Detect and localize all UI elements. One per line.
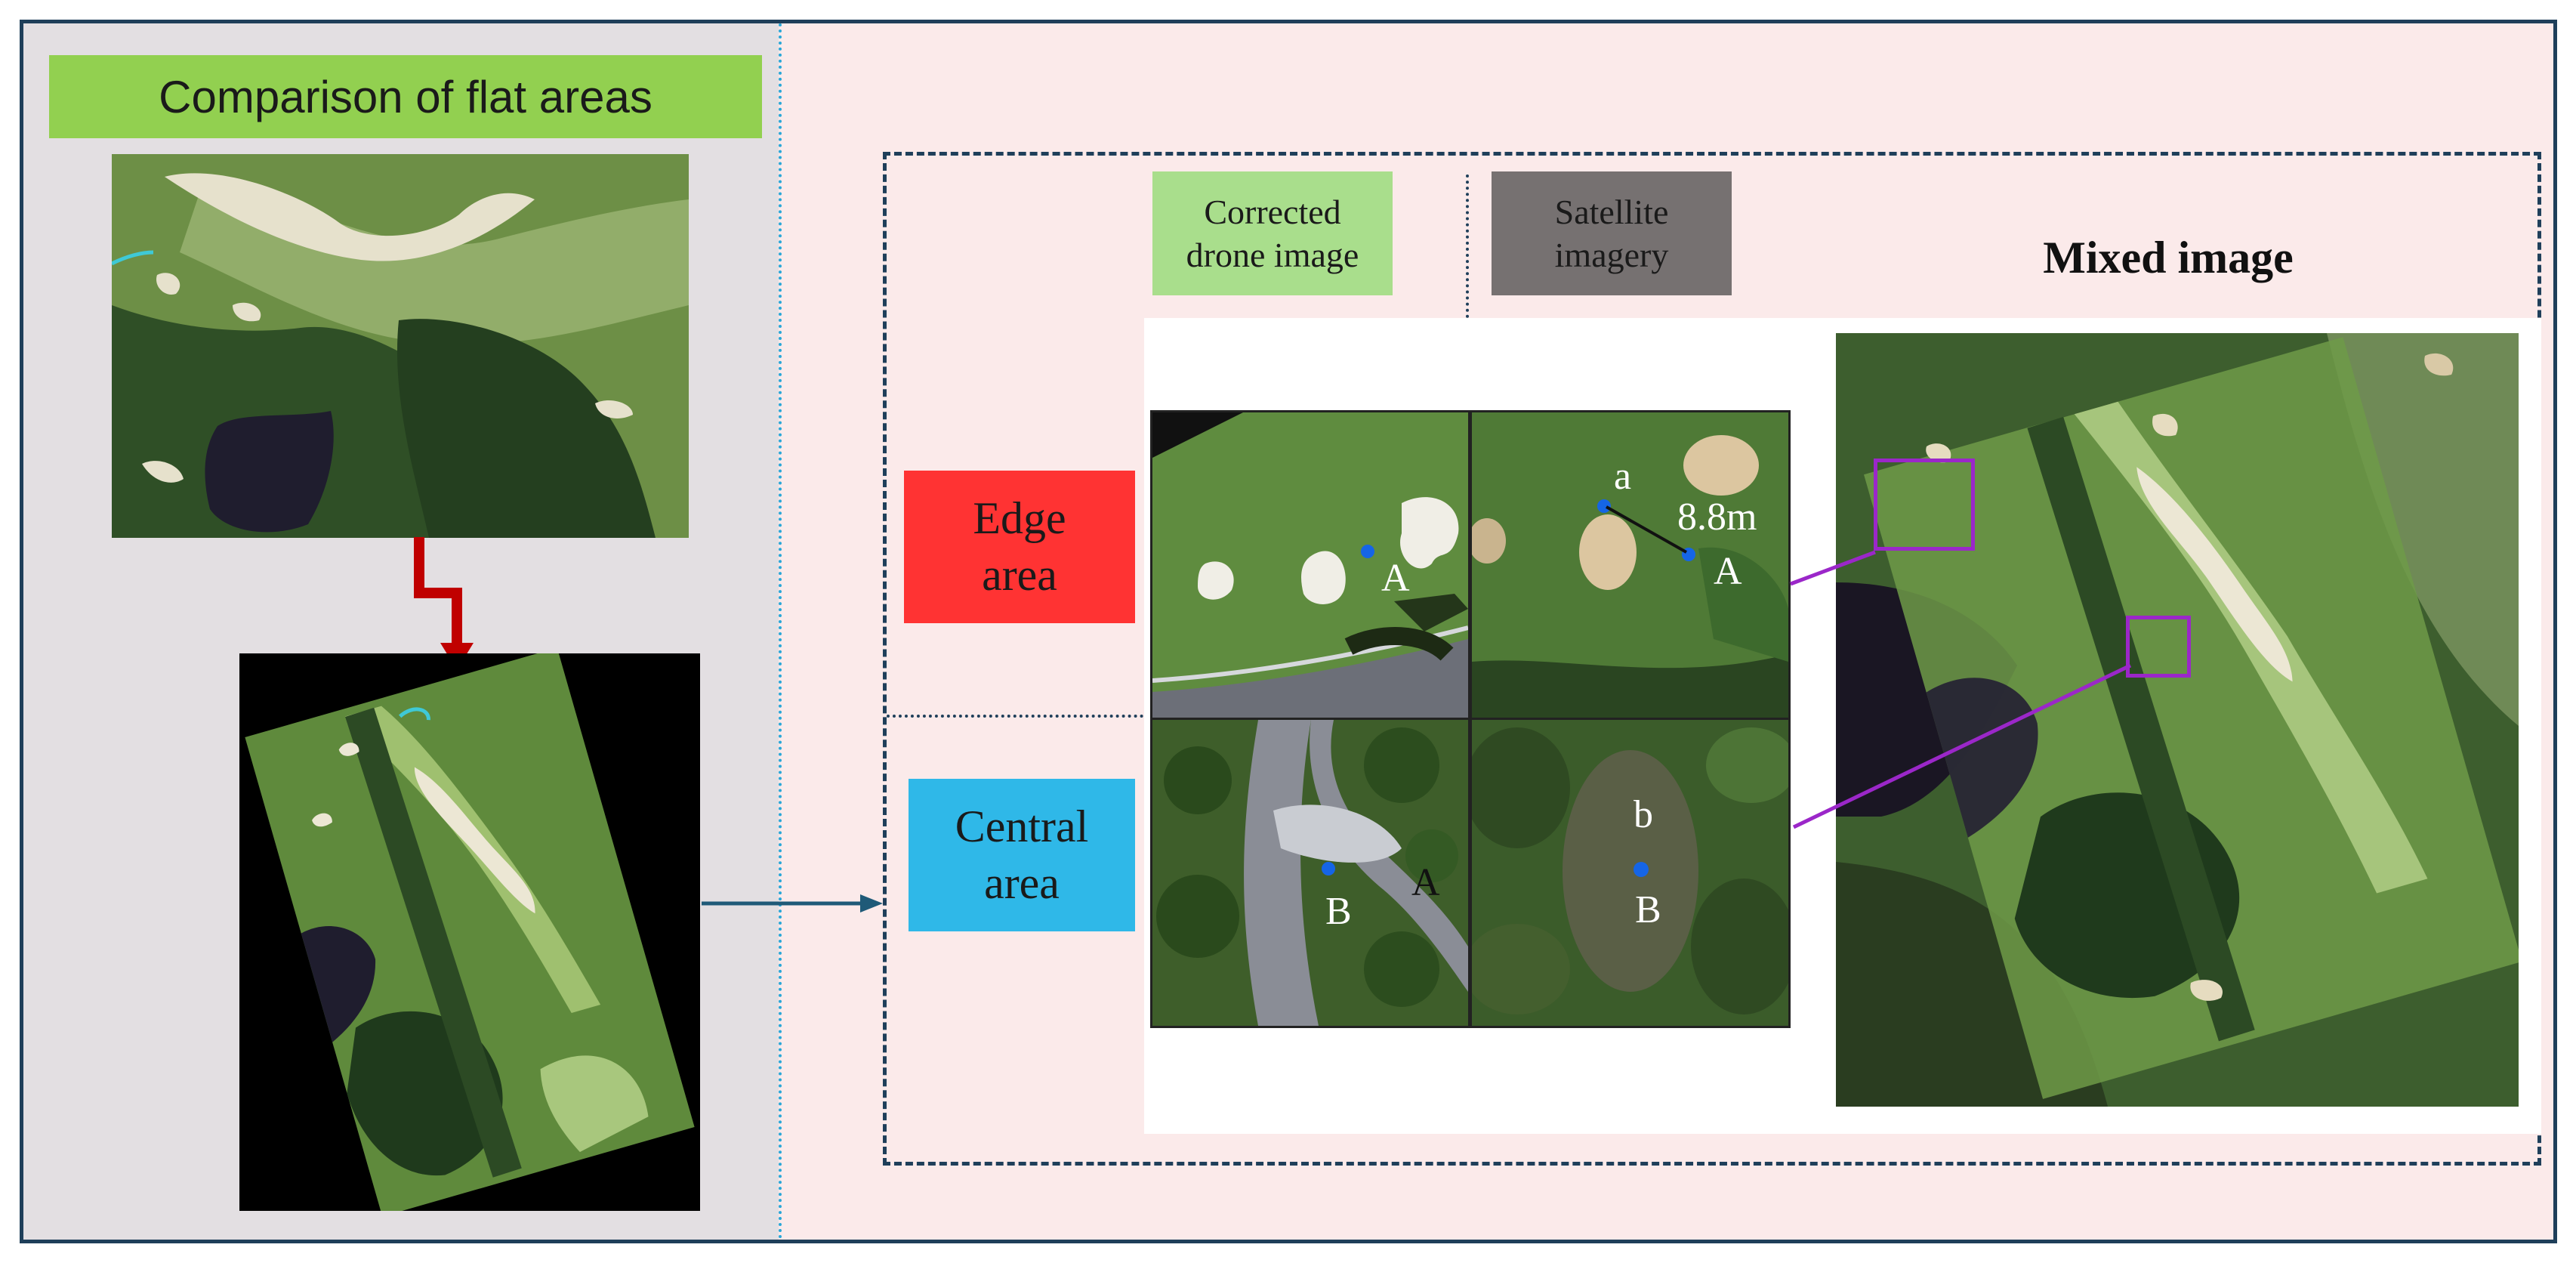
edge-highlight-box <box>1874 459 1975 551</box>
row-separator <box>887 715 1143 718</box>
original-drone-image <box>112 154 689 538</box>
edge-area-label: Edge area <box>904 471 1135 623</box>
mixed-image-header: Mixed image <box>2043 233 2294 283</box>
drone-central-crop <box>1152 720 1468 1026</box>
label-B-drone: B <box>1325 890 1352 933</box>
label-A-satellite: A <box>1714 550 1742 593</box>
central-highlight-box <box>2126 616 2191 678</box>
highlight-connectors <box>1790 550 2132 829</box>
edge-area-label-text: Edge area <box>973 493 1066 600</box>
marker-B-drone <box>1322 862 1335 875</box>
corrected-drone-image <box>239 653 700 1211</box>
marker-A-drone <box>1361 545 1374 558</box>
satellite-header: Satellite imagery <box>1492 171 1732 295</box>
figure-frame: Comparison of flat areas <box>20 20 2557 1243</box>
satellite-central-crop <box>1472 720 1788 1026</box>
distance-line <box>1606 505 1687 554</box>
label-b-satellite: b <box>1634 793 1653 836</box>
panel-divider <box>779 23 782 1240</box>
central-area-label-text: Central area <box>955 801 1089 908</box>
central-area-label: Central area <box>909 779 1135 931</box>
transform-arrow <box>414 537 474 670</box>
left-panel-title: Comparison of flat areas <box>49 55 762 138</box>
drone-edge-crop <box>1152 412 1468 718</box>
label-A-drone: A <box>1381 557 1410 600</box>
link-arrow <box>702 894 883 913</box>
marker-a-satellite <box>1597 499 1611 513</box>
marker-B-satellite <box>1634 862 1649 877</box>
label-distance: 8.8m <box>1677 496 1757 539</box>
satellite-edge-crop <box>1472 412 1788 718</box>
label-A-central: A <box>1411 861 1440 904</box>
corrected-drone-header: Corrected drone image <box>1152 171 1393 295</box>
label-a-satellite: a <box>1614 455 1632 498</box>
header-separator <box>1466 174 1469 318</box>
label-B-satellite: B <box>1635 888 1661 931</box>
satellite-header-text: Satellite imagery <box>1554 192 1669 275</box>
corrected-drone-header-text: Corrected drone image <box>1186 192 1359 275</box>
